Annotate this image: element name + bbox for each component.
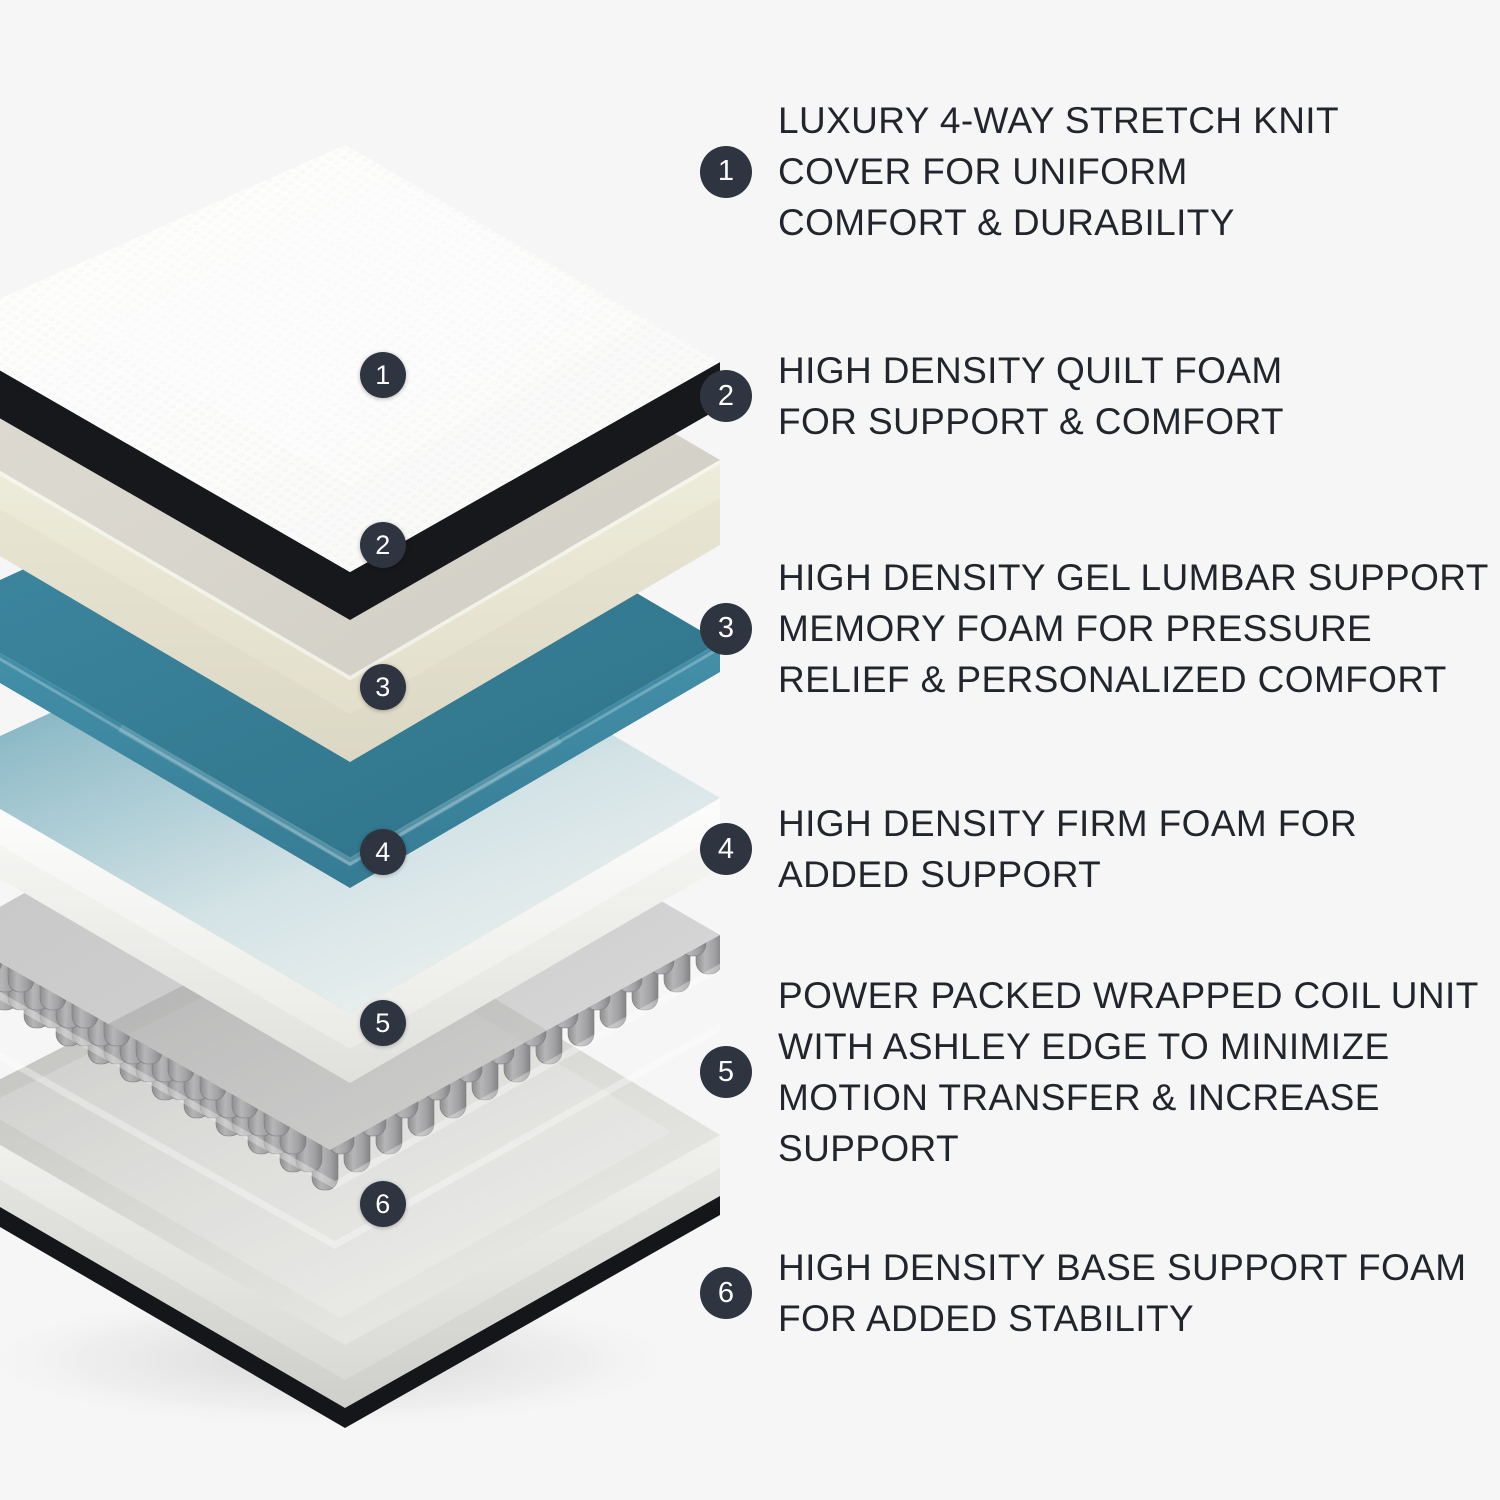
feature-legend-list: 1 LUXURY 4-WAY STRETCH KNIT COVER FOR UN… [700,0,1500,1500]
layer-1-knit-cover [0,145,720,620]
mattress-exploded-illustration: 1 2 3 4 5 6 [0,0,720,1500]
legend-badge-3: 3 [700,602,752,655]
legend-badge-6: 6 [700,1267,752,1320]
mattress-illustration-svg [0,0,720,1500]
illustration-badge-3: 3 [360,664,406,710]
legend-item-4: 4 HIGH DENSITY FIRM FOAM FOR ADDED SUPPO… [700,798,1490,900]
legend-label-4: HIGH DENSITY FIRM FOAM FOR ADDED SUPPORT [778,803,1358,896]
illustration-badge-4: 4 [360,829,406,875]
legend-badge-5: 5 [700,1046,752,1099]
legend-item-2: 2 HIGH DENSITY QUILT FOAM FOR SUPPORT & … [700,345,1490,447]
illustration-badge-6: 6 [360,1181,406,1227]
legend-item-6: 6 HIGH DENSITY BASE SUPPORT FOAM FOR ADD… [700,1242,1490,1344]
legend-label-5: POWER PACKED WRAPPED COIL UNIT WITH ASHL… [778,975,1479,1170]
legend-label-1: LUXURY 4-WAY STRETCH KNIT COVER FOR UNIF… [778,100,1339,244]
illustration-badge-5: 5 [360,1000,406,1046]
illustration-badge-1: 1 [360,352,406,398]
legend-item-3: 3 HIGH DENSITY GEL LUMBAR SUPPORT MEMORY… [700,552,1490,705]
legend-label-2: HIGH DENSITY QUILT FOAM FOR SUPPORT & CO… [778,350,1284,443]
legend-badge-2: 2 [700,370,752,423]
legend-badge-4: 4 [700,823,752,876]
legend-badge-1: 1 [700,145,752,198]
legend-item-1: 1 LUXURY 4-WAY STRETCH KNIT COVER FOR UN… [700,95,1490,248]
legend-label-6: HIGH DENSITY BASE SUPPORT FOAM FOR ADDED… [778,1247,1467,1340]
legend-item-5: 5 POWER PACKED WRAPPED COIL UNIT WITH AS… [700,970,1490,1174]
illustration-badge-2: 2 [360,522,406,568]
legend-label-3: HIGH DENSITY GEL LUMBAR SUPPORT MEMORY F… [778,557,1489,701]
